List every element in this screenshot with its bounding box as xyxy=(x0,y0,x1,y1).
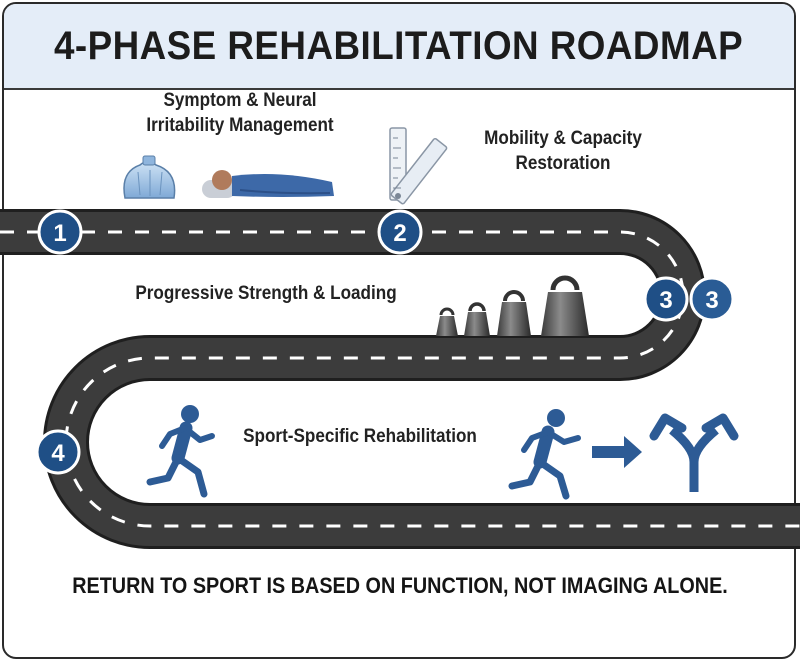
phase-2-label: Mobility & Capacity Restoration xyxy=(460,126,667,176)
phase-2-label-line-2: Restoration xyxy=(515,153,611,174)
phase-3-label: Progressive Strength & Loading xyxy=(113,281,419,306)
svg-text:3: 3 xyxy=(659,287,672,314)
phase-4-label: Sport-Specific Rehabilitation xyxy=(225,424,495,449)
phase-4-marker: 4 xyxy=(35,429,81,475)
road-dashes xyxy=(0,230,800,528)
phase-2-label-line-1: Mobility & Capacity xyxy=(484,128,642,149)
header: 4-PHASE REHABILITATION ROADMAP xyxy=(4,4,794,90)
ice-pack-icon xyxy=(123,155,176,199)
footer-note: RETURN TO SPORT IS BASED ON FUNCTION, NO… xyxy=(72,573,728,598)
split-arrow-icon xyxy=(649,413,739,492)
svg-text:1: 1 xyxy=(53,220,66,247)
phase-1-label-line-2: Irritability Management xyxy=(146,115,334,136)
phase-1-marker: 1 xyxy=(37,209,83,255)
arrow-right-icon xyxy=(592,436,642,468)
phase-3-label-line-1: Progressive Strength & Loading xyxy=(135,283,397,304)
svg-text:4: 4 xyxy=(51,440,65,467)
phase-2-marker: 2 xyxy=(377,209,423,255)
runner-icon xyxy=(146,405,215,498)
ruler-icon xyxy=(389,127,448,205)
runner-icon xyxy=(508,409,581,500)
lying-person-icon xyxy=(202,170,334,198)
svg-text:3: 3 xyxy=(705,287,718,314)
weights-icon xyxy=(436,275,589,336)
phase-1-label-line-1: Symptom & Neural xyxy=(163,90,317,111)
phase-1-label: Symptom & Neural Irritability Management xyxy=(105,88,375,138)
phase-3-marker: 3 xyxy=(643,276,689,322)
svg-text:2: 2 xyxy=(393,220,406,247)
road xyxy=(0,209,800,549)
page-title: 4-PHASE REHABILITATION ROADMAP xyxy=(54,23,744,68)
phase-3-marker-duplicate: 3 xyxy=(689,276,735,322)
phase-4-label-line-1: Sport-Specific Rehabilitation xyxy=(243,426,477,447)
